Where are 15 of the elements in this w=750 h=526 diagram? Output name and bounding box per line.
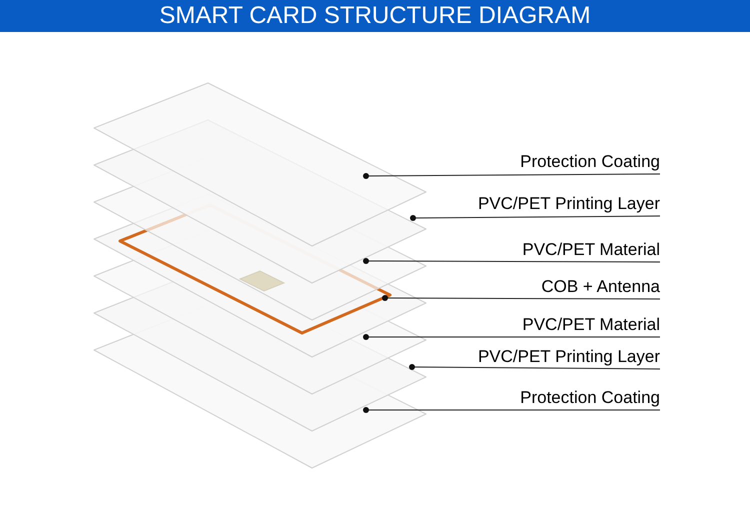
leader-line xyxy=(363,407,660,413)
leader-line xyxy=(410,215,660,221)
leader-line xyxy=(382,295,660,301)
layer-label: Protection Coating xyxy=(520,388,660,407)
leader-line xyxy=(409,364,660,370)
layer-label: Protection Coating xyxy=(520,152,660,171)
leader-line xyxy=(363,173,660,179)
layer-label: PVC/PET Material xyxy=(522,240,660,259)
layer-label: PVC/PET Material xyxy=(522,315,660,334)
leader-line xyxy=(363,258,660,264)
title: SMART CARD STRUCTURE DIAGRAM xyxy=(159,4,591,28)
layer-label: PVC/PET Printing Layer xyxy=(478,347,660,366)
layer-label: PVC/PET Printing Layer xyxy=(478,194,660,213)
layer-label: COB + Antenna xyxy=(541,277,660,296)
leader-line xyxy=(363,334,660,340)
